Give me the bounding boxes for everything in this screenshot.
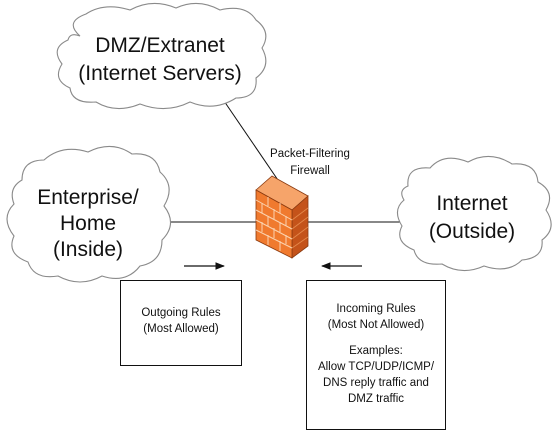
incoming-rules-examples-heading: Examples: [349, 345, 403, 357]
enterprise-cloud-line3: (Inside) [53, 238, 123, 261]
incoming-rules-spacer [307, 333, 445, 343]
internet-cloud-line2: (Outside) [429, 220, 515, 243]
outgoing-rules-subtitle: (Most Allowed) [143, 323, 219, 335]
firewall-label-line1: Packet-Filtering [270, 148, 350, 160]
firewall-mortar-lines [255, 197, 293, 251]
dmz-cloud-line1: DMZ/Extranet [95, 34, 225, 57]
internet-cloud-outline [396, 155, 552, 272]
incoming-rules-title: Incoming Rules [336, 303, 416, 315]
internet-cloud: Internet (Outside) [396, 155, 552, 272]
dmz-cloud: DMZ/Extranet (Internet Servers) [56, 2, 267, 110]
enterprise-cloud: Enterprise/ Home (Inside) [6, 145, 172, 283]
incoming-rules-example-line: DNS reply traffic and [323, 377, 429, 389]
brick-wall-icon [255, 175, 309, 259]
outgoing-rules-title: Outgoing Rules [141, 307, 221, 319]
firewall-label: Packet-Filtering Firewall [262, 146, 358, 180]
internet-cloud-line1: Internet [436, 192, 507, 215]
firewall-label-line2: Firewall [290, 165, 330, 177]
enterprise-cloud-line1: Enterprise/ [37, 186, 139, 209]
enterprise-cloud-outline [6, 145, 172, 283]
dmz-cloud-outline [56, 2, 267, 110]
outgoing-rules-box: Outgoing Rules (Most Allowed) [120, 280, 242, 366]
incoming-rules-example-line: Allow TCP/UDP/ICMP/ [317, 361, 435, 373]
dmz-firewall-link [221, 97, 283, 187]
dmz-cloud-line2: (Internet Servers) [78, 62, 241, 85]
enterprise-cloud-line2: Home [60, 212, 116, 235]
incoming-rules-subtitle: (Most Not Allowed) [327, 319, 425, 331]
incoming-rules-box: Incoming Rules (Most Not Allowed) Exampl… [306, 280, 446, 430]
incoming-rules-example-line: DMZ traffic [347, 393, 404, 405]
firewall-side-mortar [291, 207, 309, 249]
